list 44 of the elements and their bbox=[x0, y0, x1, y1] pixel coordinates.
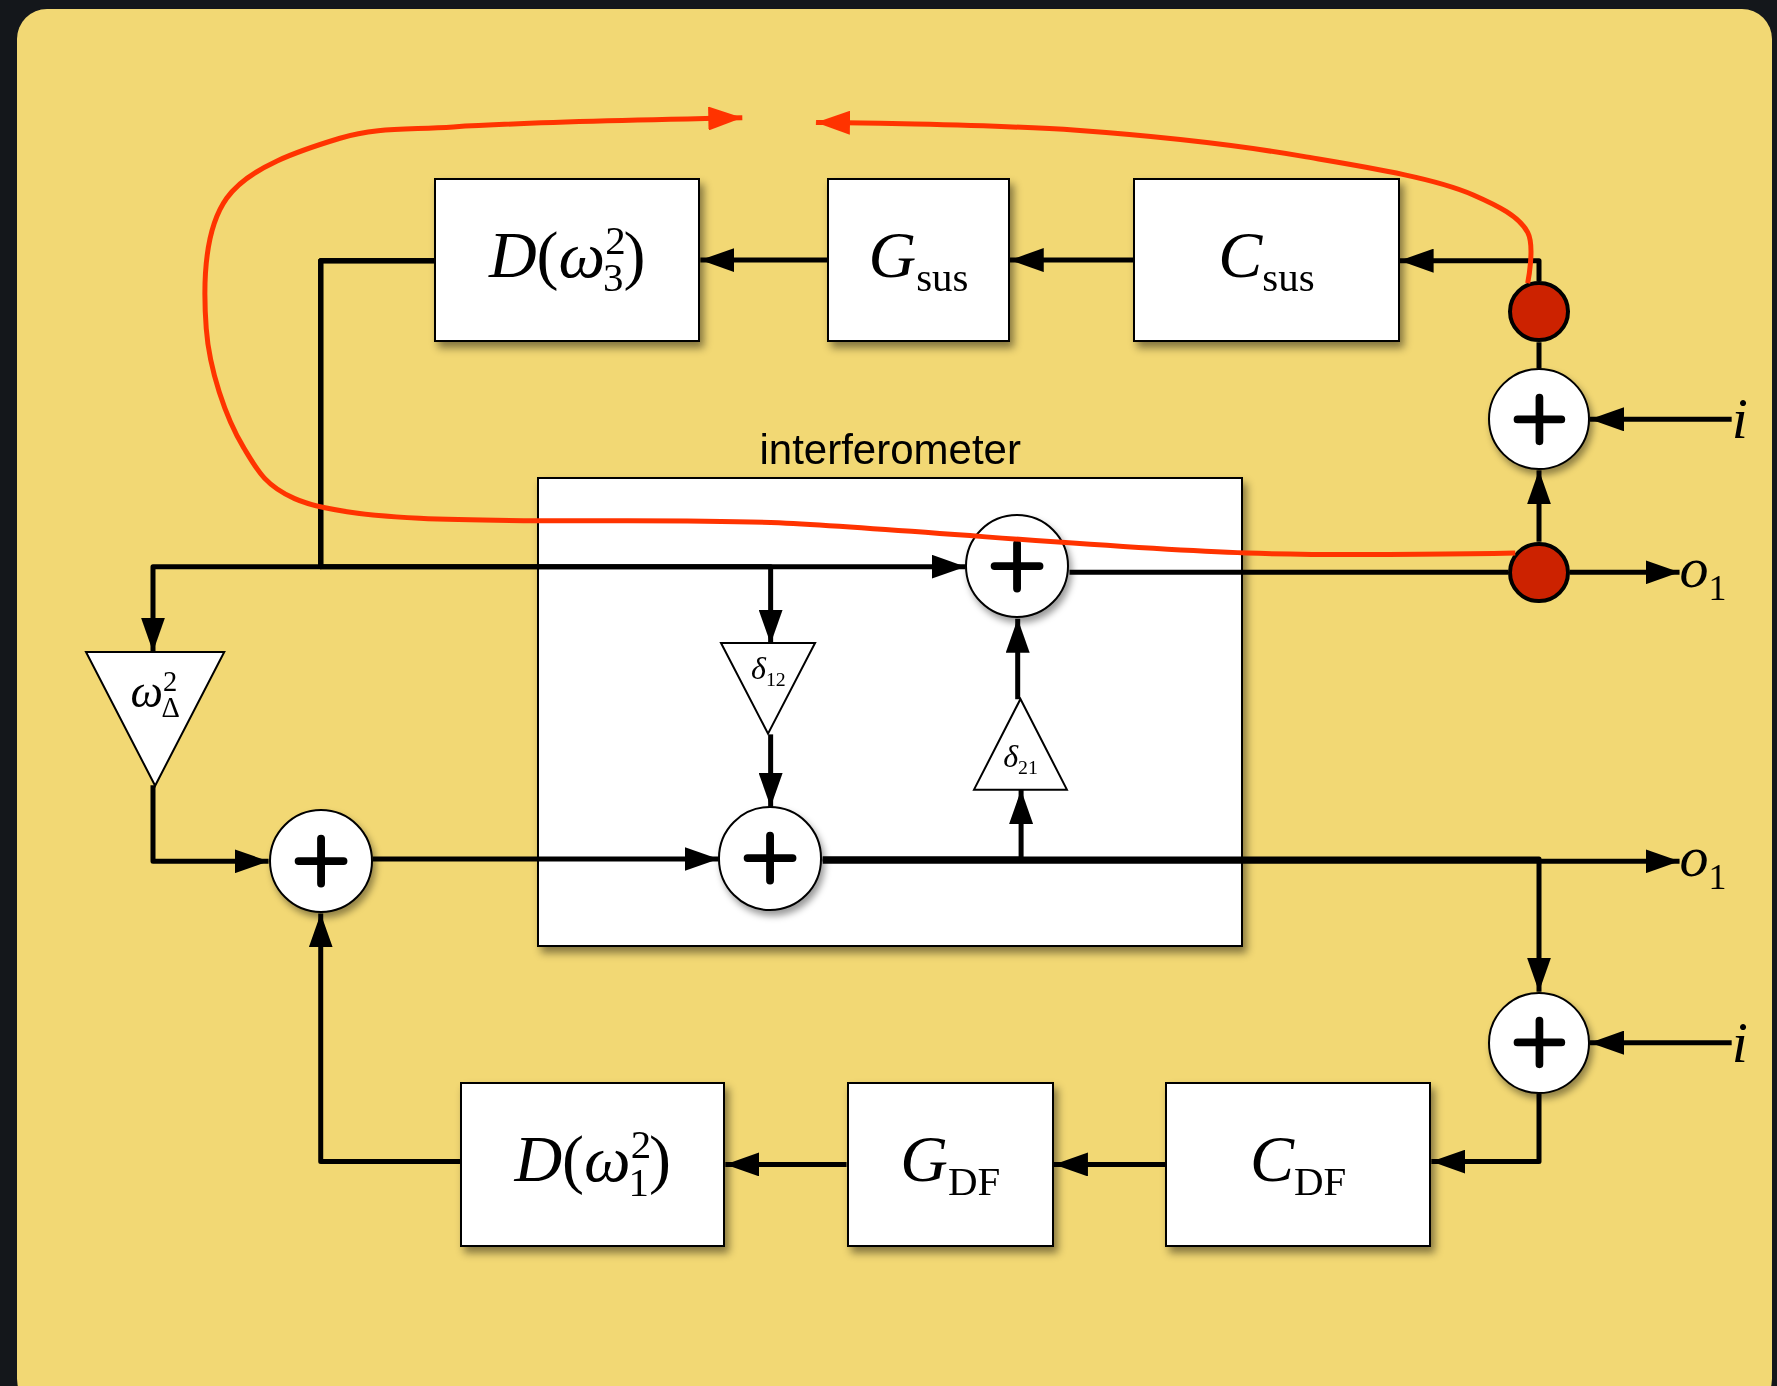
signal-label: i bbox=[1731, 390, 1748, 449]
summing-junction bbox=[965, 514, 1070, 619]
signal-arrow bbox=[822, 849, 1680, 874]
block-box bbox=[1133, 177, 1400, 343]
box-heading: interferometer bbox=[758, 429, 1022, 472]
signal-arrow bbox=[700, 248, 828, 273]
signal-arrow bbox=[1590, 1030, 1732, 1055]
signal-arrow bbox=[1005, 618, 1030, 700]
signal-arrow bbox=[1399, 248, 1542, 282]
signal-arrow bbox=[1431, 1093, 1542, 1174]
signal-label: o$_{1}$ bbox=[1679, 538, 1727, 607]
signal-arrow bbox=[822, 856, 1551, 992]
block-box bbox=[1165, 1082, 1432, 1247]
block-box bbox=[827, 177, 1010, 343]
summing-junction bbox=[718, 806, 823, 911]
signal-arrow bbox=[1590, 407, 1732, 432]
signal-arrow bbox=[318, 258, 783, 644]
gain-triangle bbox=[721, 643, 816, 734]
transfer-function-label: D(ω$^{2}$$_{3}$) bbox=[488, 221, 646, 300]
transfer-function-label: G$_{DF}$ bbox=[900, 1125, 1001, 1203]
feedback-arrow bbox=[815, 110, 1534, 284]
transfer-function-label: C$_{DF}$ bbox=[1250, 1125, 1347, 1203]
signal-arrow bbox=[758, 734, 783, 807]
gain-triangle bbox=[86, 651, 225, 786]
signal-label: i bbox=[1731, 1013, 1748, 1072]
block-box bbox=[846, 1082, 1054, 1247]
signal-arrow bbox=[372, 847, 719, 872]
signal-arrow bbox=[150, 785, 269, 874]
signal-arrow bbox=[725, 1152, 847, 1177]
block-box bbox=[460, 1082, 726, 1247]
block-box bbox=[434, 177, 701, 343]
signal-arrow bbox=[1527, 470, 1551, 542]
gain-triangle bbox=[974, 698, 1068, 790]
signal-label: o$_{1}$ bbox=[1679, 827, 1727, 896]
signal-arrow bbox=[1053, 1152, 1165, 1177]
gain-label: δ$_{12}$ bbox=[750, 652, 787, 691]
gain-label: δ$_{21}$ bbox=[1002, 740, 1039, 779]
transfer-function-label: C$_{sus}$ bbox=[1218, 221, 1315, 299]
signal-arrow bbox=[1009, 248, 1134, 273]
transfer-function-label: G$_{sus}$ bbox=[868, 221, 969, 299]
signal-arrow bbox=[1569, 560, 1680, 585]
feedback-arrow bbox=[202, 106, 1516, 557]
transfer-function-label: D(ω$^{2}$$_{1}$) bbox=[514, 1125, 672, 1204]
signal-arrow bbox=[308, 913, 461, 1165]
